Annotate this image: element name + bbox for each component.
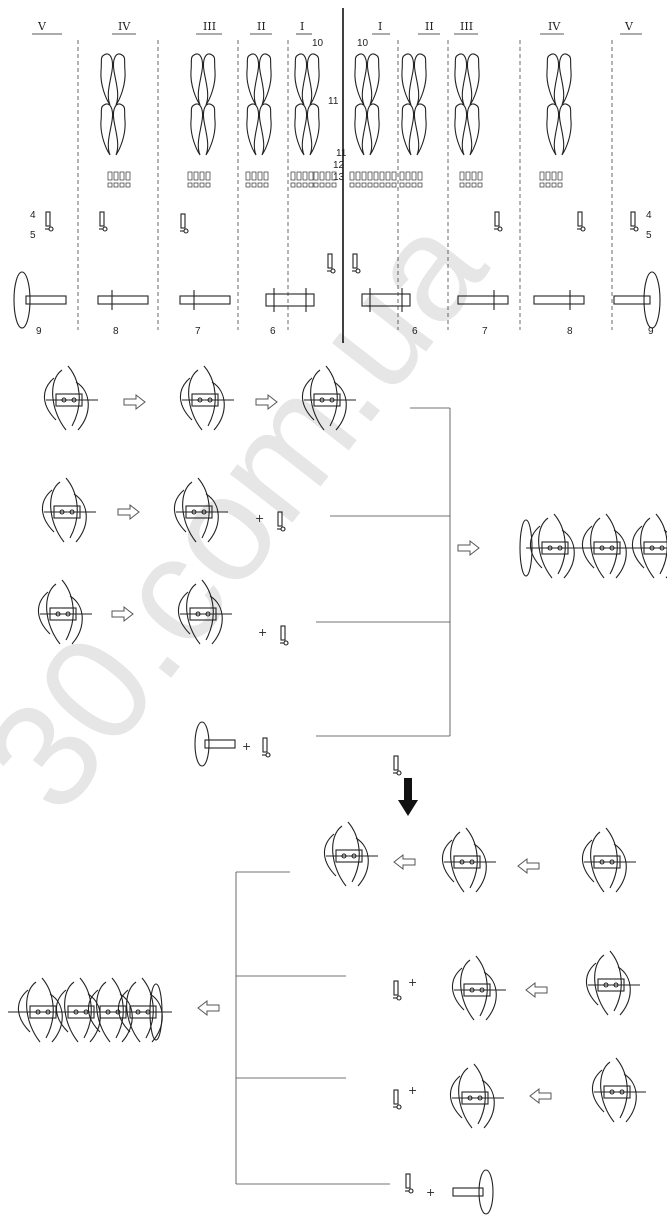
plus-sign: +: [255, 512, 264, 525]
left-assembly-flow: + + +: [37, 365, 667, 767]
section-label: V: [624, 20, 634, 33]
callout-6: 6: [412, 326, 418, 337]
right-assembly-flow: + + +: [8, 755, 647, 1215]
callout-4: 4: [646, 210, 652, 221]
callout-9: 9: [648, 326, 654, 337]
shafts: [13, 271, 661, 329]
callout-7: 7: [195, 326, 201, 337]
callout-8: 8: [567, 326, 573, 337]
callout-8: 8: [113, 326, 119, 337]
callout-9: 9: [36, 326, 42, 337]
plus-sign: +: [408, 1084, 417, 1097]
section-label: I: [378, 20, 382, 33]
plus-sign: +: [258, 626, 267, 639]
section-label: V: [37, 20, 47, 33]
callout-5: 5: [646, 230, 652, 241]
section-label: II: [425, 20, 434, 33]
callout-7: 7: [482, 326, 488, 337]
callout-5: 5: [30, 230, 36, 241]
callout-10: 10: [357, 38, 369, 49]
section-label: I: [300, 20, 304, 33]
exploded-parts-view: V IV III II I I II III IV V: [13, 8, 661, 343]
plus-sign: +: [242, 740, 251, 753]
section-label: IV: [118, 20, 131, 33]
callout-6: 6: [270, 326, 276, 337]
section-label: III: [203, 20, 216, 33]
callouts: 10 10 11 11 12 13 4 5 4 5 9 8 7 6 6 7 8 …: [30, 38, 654, 337]
callout-11: 11: [328, 96, 339, 107]
section-label: II: [257, 20, 266, 33]
plus-sign: +: [408, 976, 417, 989]
callout-4: 4: [30, 210, 36, 221]
assembled-right-rotor: [8, 977, 173, 1043]
plus-sign: +: [426, 1186, 435, 1199]
callout-12: 12: [333, 160, 345, 171]
callout-11: 11: [336, 148, 347, 159]
callout-13: 13: [333, 172, 345, 183]
section-label: III: [460, 20, 473, 33]
section-label: IV: [548, 20, 561, 33]
callout-10: 10: [312, 38, 324, 49]
assembled-left-rotor: [519, 513, 667, 579]
down-arrow: [398, 778, 418, 816]
